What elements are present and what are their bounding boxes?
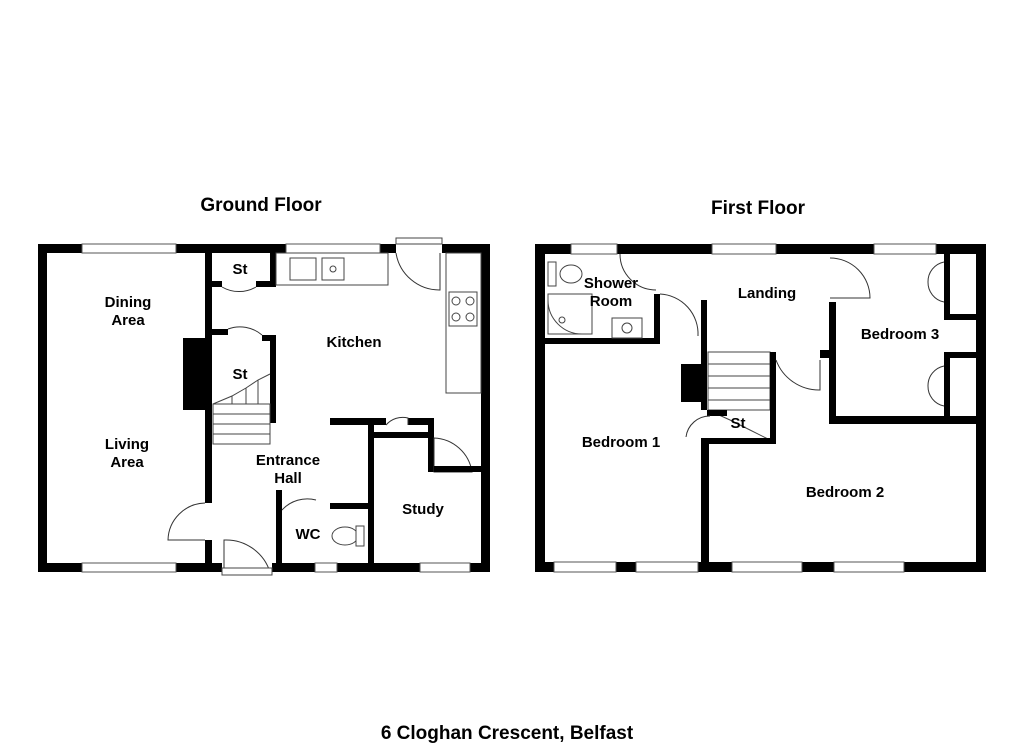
store-door xyxy=(221,286,257,293)
chimney-breast xyxy=(183,338,205,410)
room-label-bedroom-2: Bedroom 2 xyxy=(805,484,885,501)
room-label-living: Living Area xyxy=(104,436,150,471)
shower-room-door xyxy=(659,293,699,337)
staircase xyxy=(212,373,271,445)
first-floor-title: First Floor xyxy=(711,198,805,219)
ground-floor-title: Ground Floor xyxy=(200,195,322,216)
kitchen-sink xyxy=(275,252,389,286)
first-floor-plan xyxy=(535,243,986,573)
bedroom-2-door xyxy=(775,359,821,391)
front-door xyxy=(223,539,271,573)
ground-floor-plan xyxy=(38,237,490,576)
window xyxy=(731,561,803,573)
window xyxy=(711,243,777,255)
chimney-breast xyxy=(681,364,705,402)
wc-door xyxy=(281,498,317,511)
bedroom-3-door xyxy=(829,257,871,299)
room-label-landing: Landing xyxy=(737,285,797,302)
room-label-bedroom-1: Bedroom 1 xyxy=(581,434,661,451)
shower-tray xyxy=(547,293,593,335)
back-door xyxy=(395,252,441,291)
room-label-wc: WC xyxy=(295,526,321,543)
cupboard-door xyxy=(385,416,409,426)
room-label-bedroom-3: Bedroom 3 xyxy=(860,326,940,343)
wardrobe xyxy=(927,254,976,416)
toilet xyxy=(331,525,365,547)
room-label-kitchen: Kitchen xyxy=(326,334,382,351)
living-room-door xyxy=(167,502,206,541)
shower-room-door xyxy=(619,253,657,291)
window xyxy=(419,562,471,573)
room-label-dining: Dining Area xyxy=(104,294,152,329)
window xyxy=(81,243,177,254)
property-address: 6 Cloghan Crescent, Belfast xyxy=(380,723,634,744)
window xyxy=(81,562,177,573)
room-label-entrance-hall: Entrance Hall xyxy=(255,452,321,487)
window xyxy=(873,243,937,255)
window xyxy=(314,562,338,573)
window xyxy=(285,243,381,254)
kitchen-hob xyxy=(445,252,482,394)
window xyxy=(635,561,699,573)
store-door xyxy=(685,415,711,438)
store-door xyxy=(227,326,263,336)
room-label-shower-room: Shower Room xyxy=(583,275,639,310)
room-label-store-3: St xyxy=(730,415,746,432)
room-label-store-1: St xyxy=(232,261,248,278)
wash-basin xyxy=(611,317,643,339)
toilet xyxy=(547,261,583,287)
window xyxy=(570,243,618,255)
room-label-study: Study xyxy=(402,501,444,518)
room-label-store-2: St xyxy=(232,366,248,383)
window xyxy=(833,561,905,573)
window xyxy=(553,561,617,573)
